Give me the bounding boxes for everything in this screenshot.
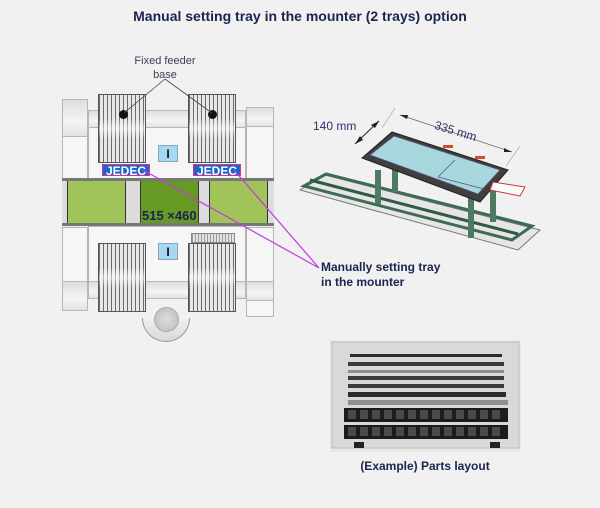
feeder-base-bottom-left <box>98 243 146 312</box>
callout-line2: in the mounter <box>321 275 405 289</box>
fixed-feeder-label: Fixed feeder base <box>120 54 210 82</box>
right-side-frame-bottom <box>246 227 274 317</box>
width-dimension-label: 140 mm <box>313 119 357 133</box>
fixed-feeder-label-line1: Fixed feeder <box>134 55 196 67</box>
feeder-base-top-left <box>98 94 146 163</box>
manual-tray-callout: Manually setting tray in the mounter <box>321 260 440 290</box>
mounter-top-view: I JEDEC JEDEC 515 ×460 I <box>62 78 320 342</box>
jedec-label-right: JEDEC <box>193 164 242 176</box>
callout-line1: Manually setting tray <box>321 260 441 274</box>
fixed-feeder-label-line2: base <box>153 69 177 81</box>
indicator-top: I <box>158 145 178 162</box>
tray-center <box>140 181 199 223</box>
feeder-base-top-right <box>188 94 236 163</box>
connector-block <box>191 233 235 243</box>
tray-left <box>67 181 126 223</box>
feeder-base-bottom-right <box>188 243 236 312</box>
indicator-bottom: I <box>158 243 178 260</box>
feeder-marker-left <box>119 110 128 119</box>
jedec-label-left: JEDEC <box>102 164 151 176</box>
left-side-cap-top <box>62 99 88 137</box>
tray-dimension: 515 ×460 <box>142 208 197 223</box>
feeder-marker-right <box>208 110 217 119</box>
tray-right <box>209 181 268 223</box>
parts-layout-image <box>331 341 520 449</box>
tray-3d-model: 140 mm 335 mm <box>280 90 560 270</box>
page-title: Manual setting tray in the mounter (2 tr… <box>133 8 467 24</box>
parts-layout-photo <box>330 340 521 452</box>
tray-3d-drawing <box>298 107 542 251</box>
photo-caption: (Example) Parts layout <box>360 459 490 473</box>
operator-knob <box>154 307 179 332</box>
left-side-cap-bottom <box>62 281 88 311</box>
right-side-cap-top <box>246 107 274 127</box>
right-side-cap-bottom <box>246 281 274 301</box>
